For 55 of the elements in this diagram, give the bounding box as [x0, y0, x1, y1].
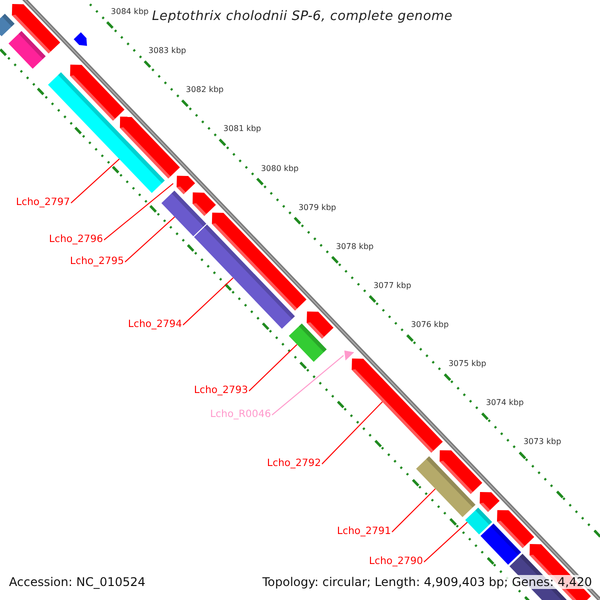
genome-summary: Topology: circular; Length: 4,909,403 bp; Genes: 4,420 — [262, 575, 592, 589]
gene-label: Lcho_2797 — [16, 197, 70, 209]
gene-segment — [0, 14, 15, 36]
gene-segment — [192, 192, 216, 216]
gene-segment — [306, 312, 334, 339]
scale-label: 3076 kbp — [410, 320, 449, 330]
scale-label: 3073 kbp — [523, 437, 562, 448]
scale-label: 3080 kbp — [260, 164, 299, 174]
gene-segment — [48, 72, 165, 193]
leader-line — [248, 344, 298, 392]
title: Leptothrix cholodnii SP-6, complete genome — [152, 9, 453, 24]
gene-label: Lcho_2793 — [194, 385, 248, 397]
gene-segment — [8, 31, 46, 69]
leader-line — [322, 401, 383, 464]
gene-label: Lcho_2791 — [337, 526, 391, 538]
scale-label: 3075 kbp — [448, 359, 486, 370]
gene-segment — [70, 64, 124, 121]
gene-segment — [465, 508, 492, 534]
gene-segment — [497, 510, 534, 548]
scale-label: 3081 kbp — [223, 124, 262, 134]
gene-label: Lcho_R0046 — [210, 409, 271, 421]
leader-line — [124, 216, 176, 262]
scale-label: 3077 kbp — [373, 280, 412, 291]
leader-line — [104, 183, 174, 240]
leader-line — [70, 158, 120, 204]
gene-segment — [194, 224, 295, 329]
gene-segment — [120, 116, 180, 178]
gene-segment — [12, 4, 60, 54]
leader-line — [424, 522, 468, 562]
gene-segment — [440, 450, 482, 494]
gene-label: Lcho_2795 — [70, 256, 124, 268]
gene-segment — [161, 190, 206, 236]
scale-label: 3078 kbp — [336, 242, 374, 252]
scale-label: 3082 kbp — [186, 85, 224, 96]
scale-label: 3074 kbp — [486, 398, 524, 408]
gene-segment — [212, 212, 306, 311]
gene-segment — [416, 456, 476, 518]
scale-label: 3079 kbp — [298, 202, 336, 213]
scale-label: 3084 kbp — [110, 7, 149, 17]
gene-label: Lcho_2790 — [369, 556, 423, 568]
gene-segment — [352, 358, 443, 453]
gene-segment — [480, 524, 522, 565]
gene-label: Lcho_2796 — [49, 234, 103, 246]
gene-segment — [344, 350, 354, 360]
scale-label: 3083 kbp — [148, 46, 186, 56]
gene-label: Lcho_2794 — [128, 319, 182, 331]
gene-segment — [480, 492, 500, 512]
leader-line — [182, 277, 234, 326]
accession-text: Accession: NC_010524 — [9, 575, 146, 589]
gene-segment — [288, 324, 327, 362]
gene-label: Lcho_2792 — [267, 458, 321, 470]
leader-line — [272, 355, 344, 416]
leader-line — [392, 488, 436, 532]
gene-segment — [74, 32, 87, 46]
gene-segment — [176, 176, 196, 194]
